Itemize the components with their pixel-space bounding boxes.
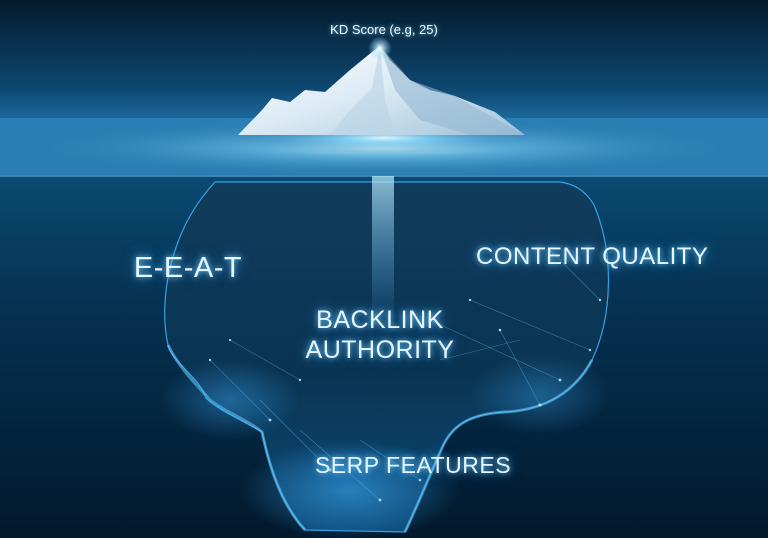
content-quality-label: CONTENT QUALITY xyxy=(476,243,709,270)
backlink-authority-label: BACKLINK AUTHORITY xyxy=(290,305,470,365)
network-nodes xyxy=(208,298,602,502)
backlink-label-line2: AUTHORITY xyxy=(305,336,455,364)
peak-label: KD Score (e.g, 25) xyxy=(330,22,438,37)
peak-glow xyxy=(368,36,392,60)
eeat-label: E-E-A-T xyxy=(133,252,243,284)
network-lines xyxy=(209,249,601,501)
serp-features-label: SERP FEATURES xyxy=(314,452,512,478)
backlink-label-line1: BACKLINK xyxy=(316,306,444,334)
light-beam xyxy=(372,176,394,326)
